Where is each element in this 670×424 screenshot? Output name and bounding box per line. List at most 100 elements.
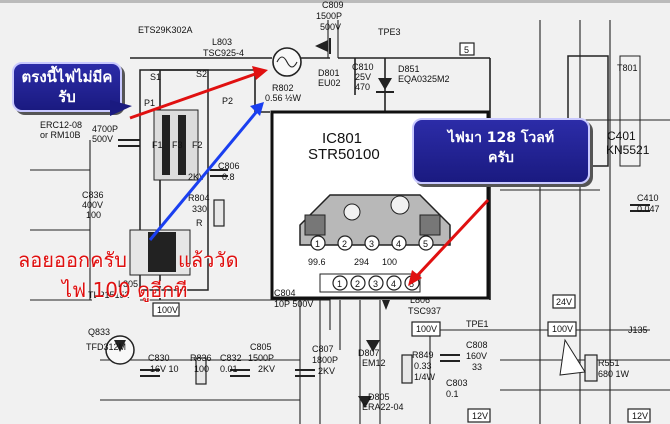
red-arrow-top [129,71,259,120]
c410-value: 0.047 [637,204,660,214]
c4700-label: 4700P [92,124,118,134]
c804-label: C804 [274,288,296,298]
c804-value: 10P 500V [274,299,313,309]
c832-label: C832 [220,353,242,363]
pin2-voltage: 294 [354,257,369,267]
callout-128-volts: ไฟมา 128 โวลท์ ครับ [412,118,590,184]
red-note-line1a: ลอยออกครับ [18,248,127,272]
c810-value: 470 [355,82,370,92]
l803-value: TSC925-4 [203,48,244,58]
c809-value: 1500P [316,11,342,21]
lower-pin-3: 3 [373,279,378,289]
c832-value: 0.01 [220,364,238,374]
lower-pin-1: 1 [337,279,342,289]
c805-label: C805 [250,342,272,352]
red-arrowhead-right [408,270,422,286]
p1-label: P1 [144,98,155,108]
c410-label: C410 [637,193,659,203]
c805-voltage: 2KV [258,364,275,374]
callout-128-line2: ครับ [488,150,514,166]
c806-value: 0.8 [222,172,235,182]
d805-value: ERA22-04 [362,402,404,412]
ets-label: ETS29K302A [138,25,193,35]
kv-label: 2KV [188,172,205,182]
pin-2: 2 [342,239,347,249]
q833-label: Q833 [88,327,110,337]
j135-label: J135 [628,325,648,335]
r802-value: 0.56 ½W [265,93,302,103]
voltage-box-100v-left: 100V [157,305,178,315]
r804-value: 330 [192,204,207,214]
d801-label: D801 [318,68,340,78]
blue-arrow [148,109,260,241]
c836-label: C836 [82,190,104,200]
voltage-box-100v-right: 100V [552,324,573,334]
pin-3: 3 [369,239,374,249]
c803-label: C803 [446,378,468,388]
callout-no-power-text: ตรงนี้ไฟไม่มีครับ [21,68,113,106]
c807-voltage: 2KV [318,366,335,376]
r551-value: 680 1W [598,369,630,379]
f1-label: F1 [152,140,163,150]
r849-power: 1/4W [414,372,436,382]
lower-pin-2: 2 [355,279,360,289]
erc-label: ERC12-08 [40,120,82,130]
ic-part-label: STR50100 [308,146,380,163]
l806-value: TSC937 [408,306,441,316]
rm-label: or RM10B [40,130,81,140]
l803-label: L803 [212,37,232,47]
c805-value: 1500P [248,353,274,363]
c830-label: C830 [148,353,170,363]
callout-pointer [110,100,132,116]
r836-value: 100 [194,364,209,374]
s2-label: S2 [196,69,207,79]
red-note-line2: ไฟ 100 ดูอีกที [62,278,188,302]
pin5-label: 5 [464,45,469,55]
c810-label: C810 [352,62,374,72]
f2-label: F2 [192,140,203,150]
tpe1-label: TPE1 [466,319,489,329]
c807-value: 1800P [312,355,338,365]
voltage-box-100v-mid: 100V [416,324,437,334]
s1-label: S1 [150,72,161,82]
d805-label: D805 [368,392,390,402]
t801-label: T801 [617,63,638,73]
r849-label: R849 [412,350,434,360]
lower-pin-4: 4 [391,279,396,289]
c809-label: C809 [322,0,344,10]
pin-1: 1 [315,239,320,249]
lower-pin-5: 5 [409,279,414,289]
red-arrow-right [413,198,490,280]
l805-label: L805 [118,279,138,289]
r802-label: R802 [272,83,294,93]
blue-arrowhead [250,102,264,116]
pin-5: 5 [423,239,428,249]
p2-label: P2 [222,96,233,106]
c808-label: C808 [466,340,488,350]
c830-value: 16V 10 [150,364,179,374]
callout-no-power: ตรงนี้ไฟไม่มีครับ [12,62,122,112]
tpe3-label: TPE3 [378,27,401,37]
l806-label: L806 [410,295,430,305]
f3-label: F3 [172,140,183,150]
ic-ref-label: IC801 [322,130,362,147]
c836-voltage: 400V [82,200,103,210]
c836-value: 100 [86,210,101,220]
c401-label: C401 [607,129,636,143]
callout-128-line1: ไฟมา 128 โวลท์ [447,130,555,146]
voltage-box-12v-right: 12V [632,411,648,421]
d807-value: EM12 [362,358,386,368]
pin1-voltage: 99.6 [308,257,326,267]
pin-4: 4 [396,239,401,249]
voltage-box-24v: 24V [556,297,572,307]
d851-label: D851 [398,64,420,74]
c4700-voltage: 500V [92,134,113,144]
c807-label: C807 [312,344,334,354]
r836-label: R836 [190,353,212,363]
l805-value: TLP15152 [88,290,130,300]
r849-value: 0.33 [414,361,432,371]
pin4-voltage: 100 [382,257,397,267]
d851-value: EQA0325M2 [398,74,450,84]
